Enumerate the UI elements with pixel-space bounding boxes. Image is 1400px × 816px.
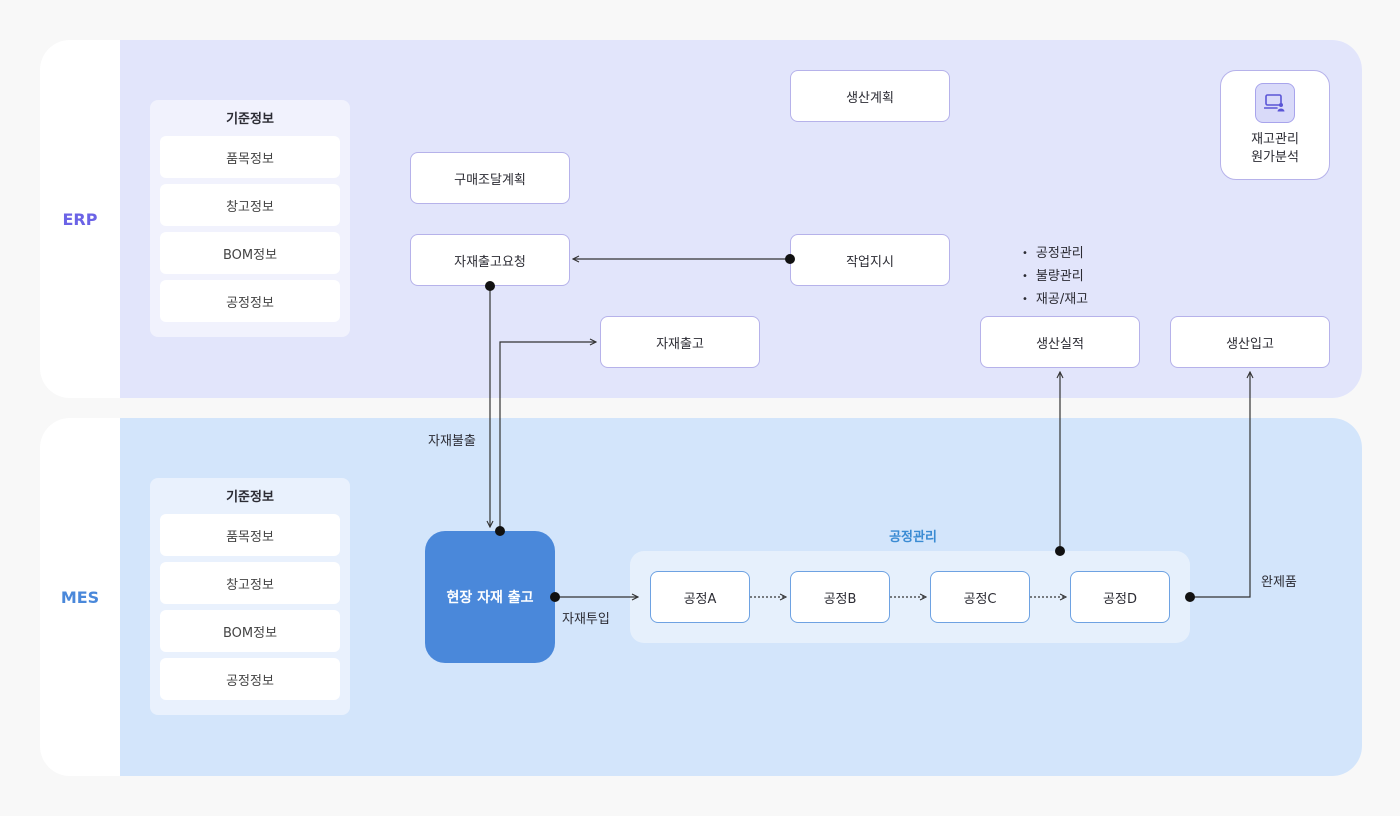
material-input-label: 자재투입 (562, 612, 610, 627)
production-result-node[interactable]: 생산실적 (980, 316, 1140, 368)
mes-label: MES (60, 587, 100, 607)
mes-master-item-bom[interactable]: BOM정보 (160, 610, 340, 652)
production-receipt-node[interactable]: 생산입고 (1170, 316, 1330, 368)
process-a-node[interactable]: 공정A (650, 571, 750, 623)
material-release-label: 자재불출 (428, 434, 476, 449)
erp-master-title: 기준정보 (226, 112, 274, 127)
purchase-plan-node[interactable]: 구매조달계획 (410, 152, 570, 204)
finished-goods-label: 완제품 (1261, 575, 1297, 590)
bullet-item: 공정관리 (1022, 242, 1088, 265)
bullet-item: 재공/재고 (1022, 288, 1088, 311)
production-plan-node[interactable]: 생산계획 (790, 70, 950, 122)
erp-master-item-process[interactable]: 공정정보 (160, 280, 340, 322)
erp-master-item-bom[interactable]: BOM정보 (160, 232, 340, 274)
erp-label: ERP (62, 209, 98, 229)
inventory-cost-node[interactable]: 재고관리 원가분석 (1220, 70, 1330, 180)
mes-master-title: 기준정보 (226, 490, 274, 505)
production-result-bullets: 공정관리 불량관리 재공/재고 (1022, 242, 1088, 311)
laptop-user-icon (1255, 83, 1295, 123)
work-order-node[interactable]: 작업지시 (790, 234, 950, 286)
process-b-node[interactable]: 공정B (790, 571, 890, 623)
mes-master-item-warehouse[interactable]: 창고정보 (160, 562, 340, 604)
process-management-title: 공정관리 (889, 530, 937, 545)
floor-material-issue-node[interactable]: 현장 자재 출고 (425, 531, 555, 663)
process-d-node[interactable]: 공정D (1070, 571, 1170, 623)
material-issue-node[interactable]: 자재출고 (600, 316, 760, 368)
cost-analysis-label: 원가분석 (1251, 150, 1299, 165)
inventory-label: 재고관리 (1251, 132, 1299, 147)
process-c-node[interactable]: 공정C (930, 571, 1030, 623)
bullet-item: 불량관리 (1022, 265, 1088, 288)
erp-master-data-panel: 기준정보 품목정보 창고정보 BOM정보 공정정보 (150, 100, 350, 337)
mes-master-item-product[interactable]: 품목정보 (160, 514, 340, 556)
material-request-node[interactable]: 자재출고요청 (410, 234, 570, 286)
mes-master-item-process[interactable]: 공정정보 (160, 658, 340, 700)
erp-master-item-product[interactable]: 품목정보 (160, 136, 340, 178)
mes-master-data-panel: 기준정보 품목정보 창고정보 BOM정보 공정정보 (150, 478, 350, 715)
erp-master-item-warehouse[interactable]: 창고정보 (160, 184, 340, 226)
